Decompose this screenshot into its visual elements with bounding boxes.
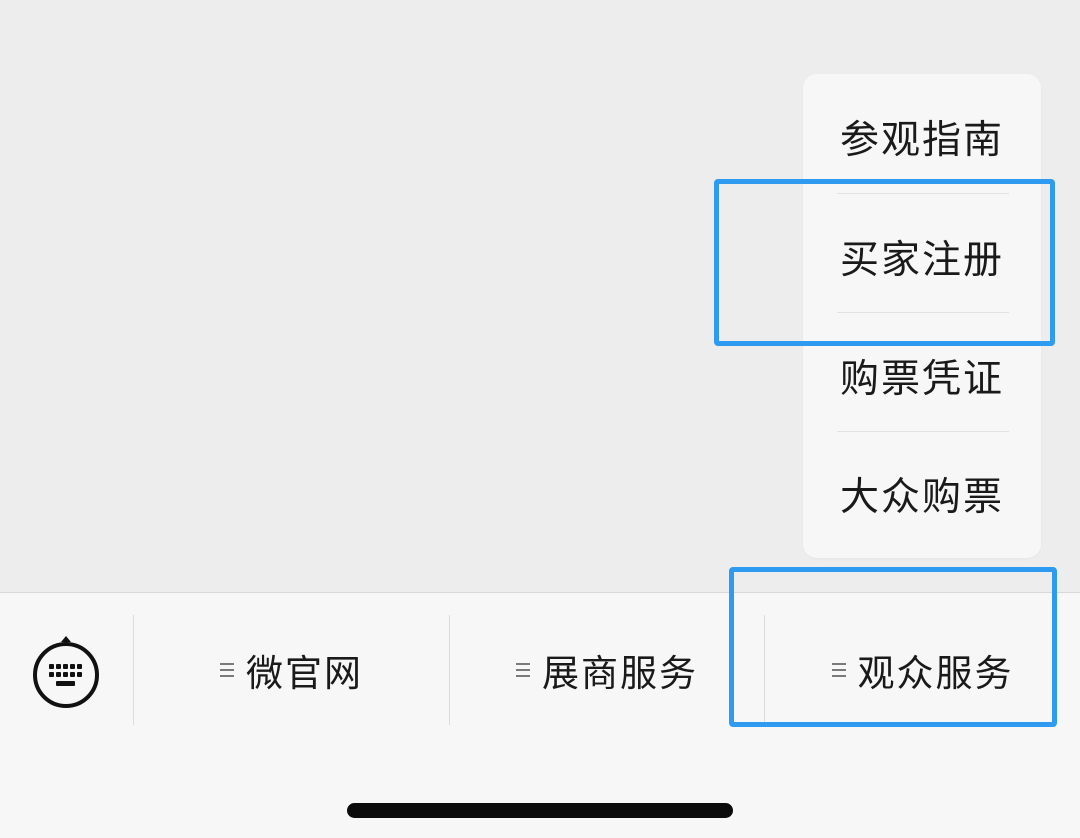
submenu-divider [837, 312, 1009, 313]
keyboard-icon[interactable] [28, 633, 104, 709]
home-indicator [347, 803, 733, 818]
submenu-item-visit-guide[interactable]: 参观指南 [803, 78, 1041, 196]
submenu-item-label: 参观指南 [839, 118, 1004, 163]
submenu-popup: 参观指南 买家注册 购票凭证 大众购票 [803, 74, 1041, 558]
tab-divider [133, 615, 134, 725]
tab-exhibitor-services[interactable]: 展商服务 [450, 615, 764, 725]
submenu-item-ticket-voucher[interactable]: 购票凭证 [803, 317, 1041, 435]
submenu-divider [837, 193, 1009, 194]
tab-micro-website[interactable]: 微官网 [134, 615, 449, 725]
submenu-divider [837, 431, 1009, 432]
bottom-menu-bar: 微官网 展商服务 观众服务 [0, 592, 1080, 838]
tab-visitor-services[interactable]: 观众服务 [765, 615, 1080, 725]
tab-label: 观众服务 [857, 652, 1014, 695]
tab-divider [764, 615, 765, 725]
tab-label: 展商服务 [542, 652, 698, 695]
tab-label: 微官网 [246, 652, 363, 695]
submenu-item-label: 购票凭证 [839, 357, 1004, 402]
menu-lines-icon [831, 659, 846, 681]
submenu-item-label: 大众购票 [839, 475, 1004, 520]
tab-divider [449, 615, 450, 725]
submenu-item-public-tickets[interactable]: 大众购票 [803, 435, 1041, 553]
submenu-item-label: 买家注册 [839, 238, 1004, 283]
submenu-item-buyer-registration[interactable]: 买家注册 [803, 198, 1041, 316]
menu-lines-icon [516, 659, 530, 681]
menu-lines-icon [220, 659, 234, 681]
